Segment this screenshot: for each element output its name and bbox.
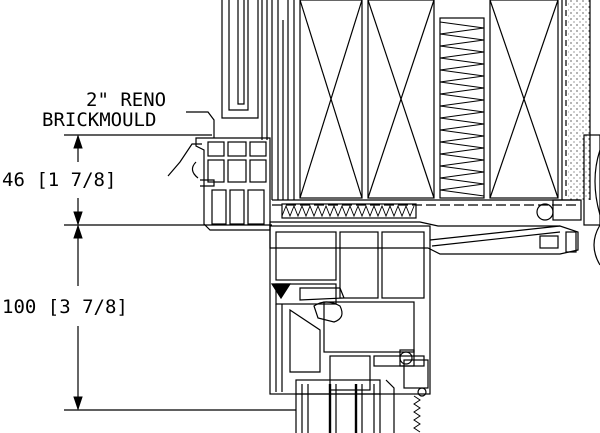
wall-sheathing	[261, 0, 567, 200]
callout-line-2: BRICKMOULD	[42, 109, 156, 131]
wall-insulation	[439, 17, 485, 199]
callout-leader	[167, 111, 215, 177]
upper-trim	[221, 0, 259, 119]
dimension-lines	[64, 134, 296, 411]
exterior-block	[583, 134, 600, 266]
sill-extension	[269, 221, 579, 255]
dimension-arrows	[73, 134, 83, 411]
weatherstrip-seal	[270, 283, 292, 300]
masonry-stipple	[568, 0, 590, 200]
sash-glazing	[295, 379, 395, 433]
callout-line-1: 2" RENO	[86, 89, 166, 111]
sill-foam	[281, 203, 417, 219]
main-frame-profile	[269, 225, 431, 395]
dimension-lower-label: 100 [3 7/8]	[2, 296, 128, 318]
balance-spring	[403, 359, 429, 433]
dimension-upper-label: 46 [1 7/8]	[2, 169, 116, 191]
brickmould-profile	[191, 137, 271, 231]
sill-plate	[272, 199, 582, 221]
wall-stud-panels	[299, 0, 559, 199]
